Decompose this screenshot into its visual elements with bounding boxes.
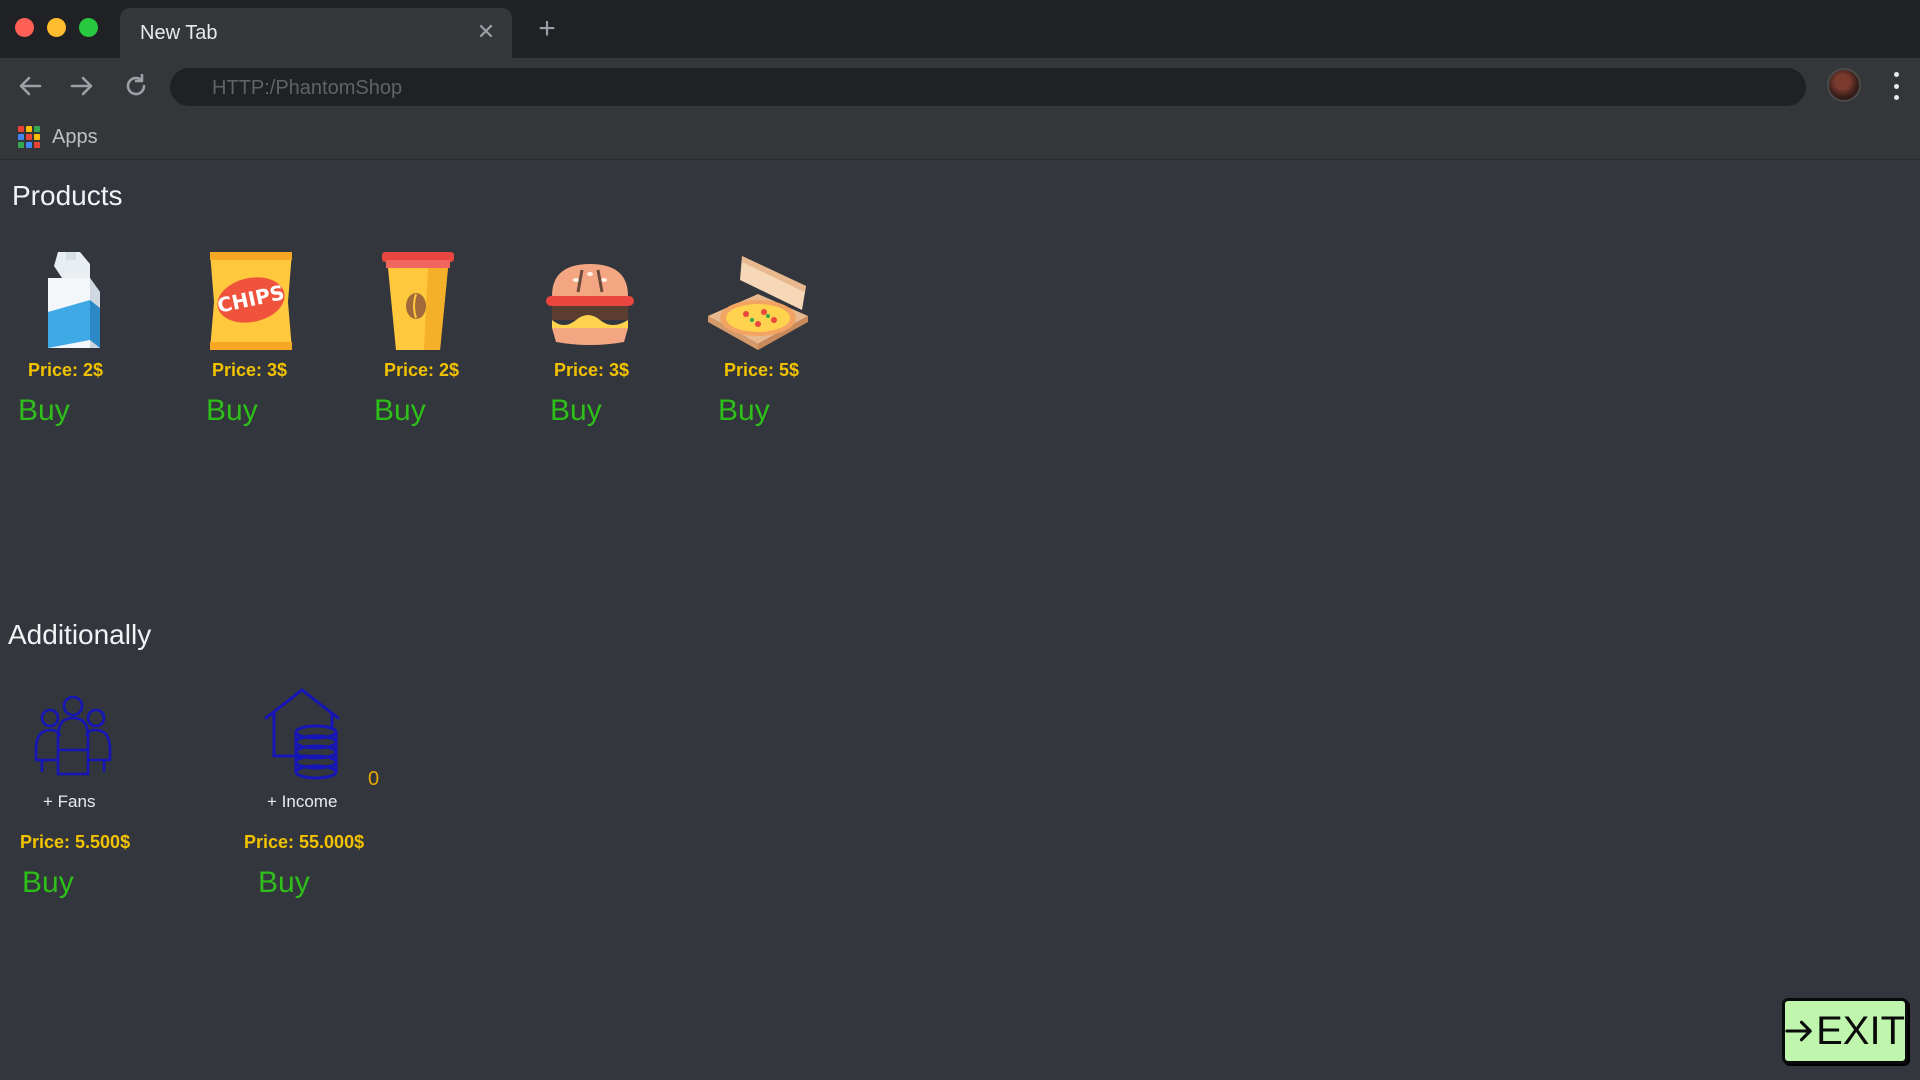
menu-dot [1893,83,1899,89]
maximize-window-button[interactable] [79,18,98,37]
close-window-button[interactable] [15,18,34,37]
exit-button[interactable]: EXIT [1782,998,1908,1064]
product-card-milk: Price: 2$ Buy [18,248,178,448]
buy-burger-button[interactable]: Buy [550,394,602,427]
address-bar[interactable]: HTTP:/PhantomShop [170,68,1806,106]
arrow-right-icon [70,76,93,96]
extra-card-income: 0 + Income Price: 55.000$ Buy [244,688,444,899]
product-card-burger: Price: 3$ Buy [540,248,700,448]
menu-dot [1893,72,1899,77]
product-price: Price: 2$ [384,360,460,380]
income-counter: 0 [368,768,380,790]
extra-card-fans: + Fans Price: 5.500$ Buy [18,688,218,899]
exit-label: EXIT [1816,1008,1905,1053]
fans-label: + Fans [43,792,96,811]
bookmarks-bar: Apps [0,114,1920,160]
apps-grid-icon[interactable] [18,126,40,148]
product-price: Price: 3$ [212,360,288,380]
profile-avatar[interactable] [1827,68,1861,102]
fans-group-icon [28,692,118,778]
browser-tab[interactable]: New Tab ✕ [120,8,512,58]
exit-arrow-icon [1785,1020,1812,1042]
arrow-left-icon [19,76,42,96]
forward-button[interactable] [66,70,98,102]
browser-toolbar: HTTP:/PhantomShop [0,58,1920,114]
bookmark-apps[interactable]: Apps [52,126,98,148]
buy-pizza-button[interactable]: Buy [718,394,770,427]
reload-button[interactable] [120,70,152,102]
burger-icon [542,258,638,348]
buy-milk-button[interactable]: Buy [18,394,70,427]
products-heading: Products [12,180,123,211]
coffee-cup-icon [380,248,456,354]
tab-close-icon[interactable]: ✕ [476,19,496,44]
extra-price: Price: 55.000$ [244,832,365,852]
product-price: Price: 5$ [724,360,800,380]
reload-icon [126,73,146,96]
chips-bag-icon: CHIPS [208,248,294,354]
product-price: Price: 2$ [28,360,104,380]
house-coins-icon [262,684,362,782]
product-card-pizza: Price: 5$ Buy [706,248,866,448]
menu-dot [1893,95,1899,100]
browser-menu-button[interactable] [1886,72,1906,100]
tab-title: New Tab [140,22,218,44]
buy-fans-button[interactable]: Buy [22,866,74,899]
browser-titlebar: New Tab ✕ + [0,0,1920,58]
pizza-box-icon [706,254,810,350]
extra-price: Price: 5.500$ [20,832,131,852]
buy-coffee-button[interactable]: Buy [374,394,426,427]
new-tab-button[interactable]: + [538,12,556,45]
product-card-chips: CHIPS Price: 3$ Buy [200,248,360,448]
minimize-window-button[interactable] [47,18,66,37]
product-card-coffee: Price: 2$ Buy [374,248,534,448]
additionally-heading: Additionally [8,619,152,650]
milk-carton-icon [26,248,136,354]
back-button[interactable] [14,70,46,102]
buy-chips-button[interactable]: Buy [206,394,258,427]
product-price: Price: 3$ [554,360,630,380]
address-text: HTTP:/PhantomShop [212,77,403,99]
income-label: + Income [267,792,338,811]
buy-income-button[interactable]: Buy [258,866,310,899]
